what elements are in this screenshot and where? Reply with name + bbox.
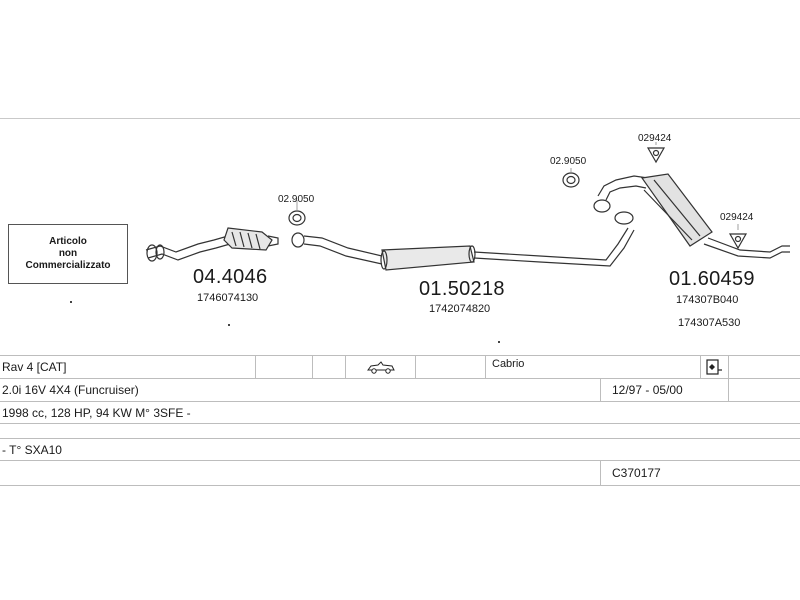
clamp-right-part-number[interactable]: 029424 [720, 212, 754, 223]
engine-cell: 2.0i 16V 4X4 (Funcruiser) [2, 383, 139, 397]
marker-dot [228, 324, 230, 326]
rear-silencer-oem-number-1: 174307B040 [676, 294, 739, 306]
rear-silencer-part-number[interactable]: 01.60459 [669, 268, 755, 290]
table-row-blank [0, 424, 800, 439]
code-cell: C370177 [612, 466, 661, 480]
front-pipe-part-number[interactable]: 04.4046 [193, 266, 268, 288]
clamp-top-part-number[interactable]: 029424 [638, 133, 672, 144]
clamp-top-drawing [646, 147, 666, 164]
column-divider [700, 356, 701, 378]
article-box-line2: non [58, 248, 78, 259]
marker-dot [70, 301, 72, 303]
specs-cell: 1998 cc, 128 HP, 94 KW M° 3SFE - [2, 405, 191, 420]
clamp-right-drawing [728, 233, 748, 250]
model-cell: Rav 4 [CAT] [2, 360, 67, 374]
column-divider [415, 356, 416, 378]
column-divider [312, 356, 313, 378]
period-cell: 12/97 - 05/00 [612, 383, 683, 397]
front-pipe-oem-number: 1746074130 [197, 292, 259, 304]
table-row-specs: 1998 cc, 128 HP, 94 KW M° 3SFE - [0, 402, 800, 424]
gasket-front-part-number[interactable]: 02.9050 [278, 194, 315, 205]
middle-silencer-part-number[interactable]: 01.50218 [419, 278, 505, 300]
table-row-engine: 2.0i 16V 4X4 (Funcruiser) 12/97 - 05/00 [0, 379, 800, 402]
not-sold-article-box: Articolo non Commercializzato [8, 224, 128, 284]
gasket-front-drawing [288, 210, 306, 226]
marker-dot [498, 341, 500, 343]
middle-silencer-drawing [291, 227, 635, 271]
column-divider [345, 356, 346, 378]
column-divider [728, 379, 729, 401]
rear-silencer-drawing [593, 173, 790, 259]
body-type-cell: Cabrio [492, 358, 525, 370]
table-row-model: Rav 4 [CAT] Cabrio [0, 355, 800, 379]
table-row-type: - T° SXA10 [0, 439, 800, 461]
gasket-rear-drawing [562, 172, 580, 188]
article-box-line1: Articolo [49, 236, 87, 247]
cabrio-car-icon [366, 356, 396, 378]
middle-silencer-oem-number: 1742074820 [429, 303, 491, 315]
rear-silencer-oem-number-2: 174307A530 [678, 317, 741, 329]
gasket-rear-part-number[interactable]: 02.9050 [550, 156, 587, 167]
front-pipe-drawing [145, 227, 279, 262]
column-divider [255, 356, 256, 378]
table-row-code: C370177 [0, 461, 800, 486]
exhaust-system-diagram [145, 142, 790, 271]
column-divider [728, 356, 729, 378]
column-divider [600, 379, 601, 401]
article-box-line3: Commercializzato [25, 260, 111, 271]
type-cell: - T° SXA10 [2, 442, 62, 457]
column-divider [485, 356, 486, 378]
document-info-icon[interactable] [706, 356, 724, 378]
column-divider [600, 461, 601, 485]
top-border [0, 118, 800, 119]
